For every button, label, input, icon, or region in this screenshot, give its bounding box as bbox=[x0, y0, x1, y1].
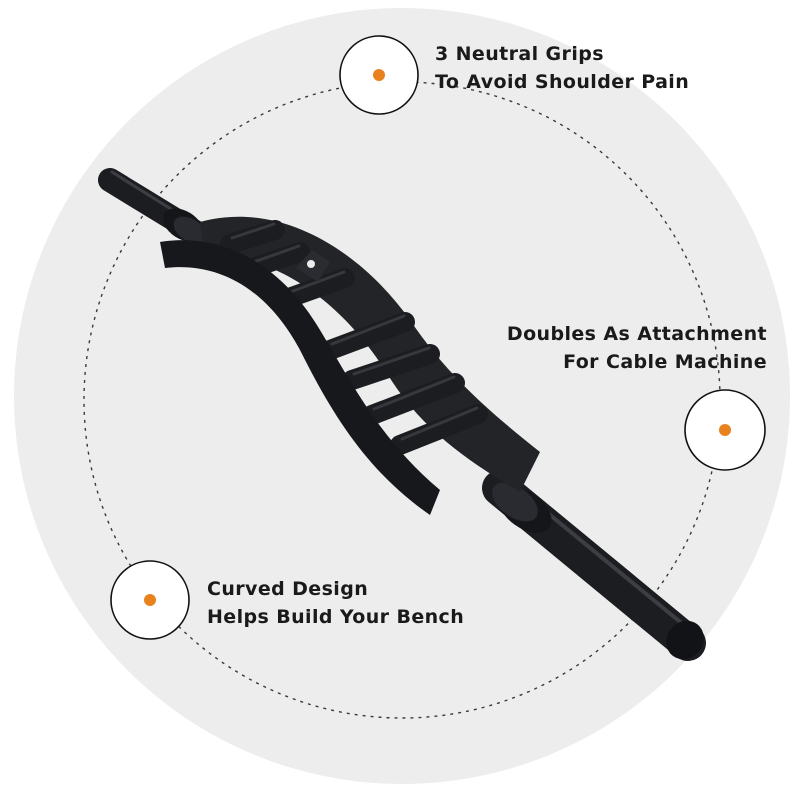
marker-dot-icon bbox=[144, 594, 156, 606]
callout-line: 3 Neutral Grips bbox=[435, 43, 604, 65]
swiss-bar-image bbox=[98, 168, 706, 661]
callout-neutral-grips: 3 Neutral Grips To Avoid Shoulder Pain bbox=[435, 40, 689, 96]
callout-line: Curved Design bbox=[207, 578, 369, 600]
callout-line: Helps Build Your Bench bbox=[207, 606, 465, 628]
marker-grips bbox=[339, 35, 419, 115]
marker-curved bbox=[110, 560, 190, 640]
marker-dot-icon bbox=[373, 69, 385, 81]
marker-dot-icon bbox=[719, 424, 731, 436]
marker-cable bbox=[684, 389, 766, 471]
callout-line: For Cable Machine bbox=[563, 351, 767, 373]
callout-curved-design: Curved Design Helps Build Your Bench bbox=[207, 575, 464, 631]
callout-cable-attachment: Doubles As Attachment For Cable Machine bbox=[507, 320, 767, 376]
callout-line: To Avoid Shoulder Pain bbox=[435, 71, 690, 93]
callout-line: Doubles As Attachment bbox=[506, 323, 767, 345]
